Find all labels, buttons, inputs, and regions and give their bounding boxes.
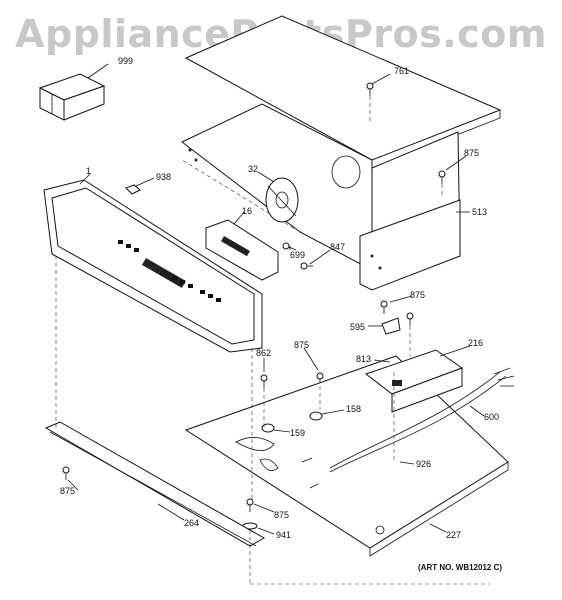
screw-847 bbox=[300, 262, 313, 270]
screw-875-bottom bbox=[246, 498, 254, 512]
callout-32: 32 bbox=[248, 164, 258, 174]
callout-813: 813 bbox=[356, 354, 371, 364]
callout-227: 227 bbox=[446, 530, 461, 540]
part-158-thermostat bbox=[309, 411, 323, 421]
control-panel-frame-1 bbox=[43, 179, 263, 353]
part-16-display-board bbox=[205, 219, 279, 281]
callout-847: 847 bbox=[330, 242, 345, 252]
callout-600: 600 bbox=[484, 412, 499, 422]
callout-158: 158 bbox=[346, 404, 361, 414]
screw-875-mid bbox=[316, 372, 324, 386]
screw-862 bbox=[260, 374, 268, 388]
bracket-595 bbox=[381, 317, 401, 335]
callout-216: 216 bbox=[468, 338, 483, 348]
screw-699 bbox=[282, 242, 297, 251]
callout-159: 159 bbox=[290, 428, 305, 438]
callout-16: 16 bbox=[242, 206, 252, 216]
art-number: (ART NO. WB12012 C) bbox=[418, 563, 503, 572]
callout-938: 938 bbox=[156, 172, 171, 182]
callout-875-top: 875 bbox=[464, 148, 479, 158]
callout-875-bottom: 875 bbox=[274, 510, 289, 520]
callout-595: 595 bbox=[350, 322, 365, 332]
part-216-board-cover bbox=[364, 349, 464, 413]
callout-875-left: 875 bbox=[60, 486, 75, 496]
screw-875-top bbox=[438, 170, 446, 184]
callout-labels: 999 761 1 938 32 875 16 513 699 847 875 … bbox=[60, 56, 499, 540]
callout-862: 862 bbox=[256, 348, 271, 358]
screw-875-left bbox=[62, 466, 70, 480]
part-159-thermostat bbox=[261, 423, 275, 433]
callout-926: 926 bbox=[416, 459, 431, 469]
part-600-wire-harness bbox=[301, 367, 515, 489]
bottom-plate-227 bbox=[184, 355, 509, 557]
callout-264: 264 bbox=[184, 518, 199, 528]
callout-1: 1 bbox=[86, 166, 91, 176]
assembly-guide-lines bbox=[55, 96, 490, 585]
part-264-trim-strip bbox=[44, 421, 266, 547]
part-32-fan-motor bbox=[265, 177, 299, 223]
part-938-clip bbox=[125, 184, 141, 195]
callout-875-mid: 875 bbox=[294, 340, 309, 350]
screw-875-pair bbox=[380, 300, 414, 326]
callout-699: 699 bbox=[290, 250, 305, 260]
callout-999: 999 bbox=[118, 56, 133, 66]
screw-761 bbox=[366, 82, 374, 96]
callout-875-pair: 875 bbox=[410, 290, 425, 300]
callout-941: 941 bbox=[276, 530, 291, 540]
callout-761: 761 bbox=[394, 66, 409, 76]
part-999-box bbox=[38, 73, 106, 121]
callout-513: 513 bbox=[472, 207, 487, 217]
callout-leader-lines bbox=[67, 63, 485, 535]
